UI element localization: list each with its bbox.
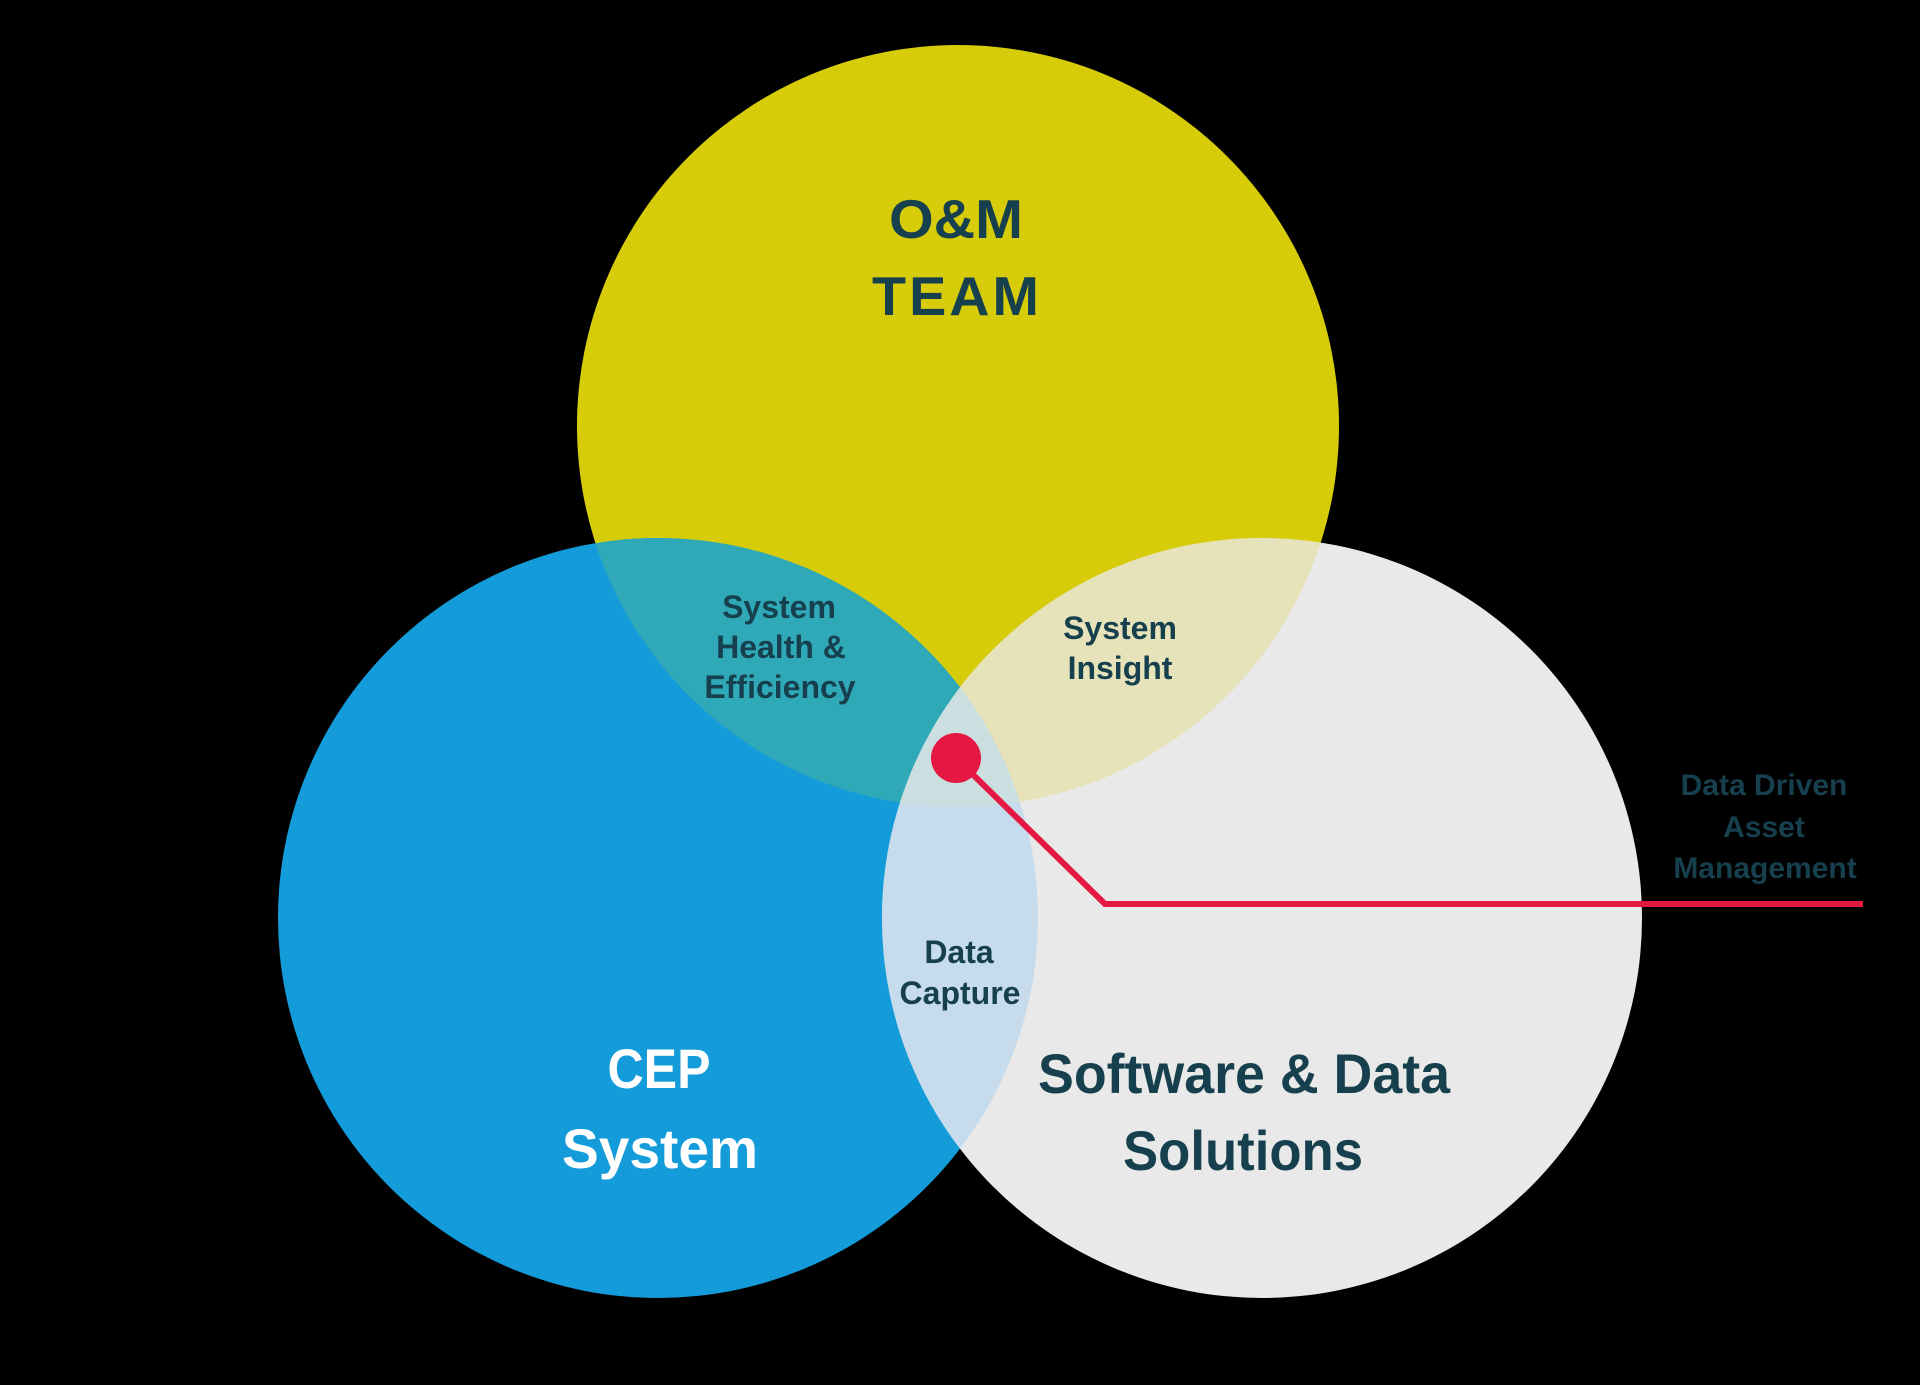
callout-label-line-1: Data Driven bbox=[1681, 769, 1848, 802]
callout-marker-dot bbox=[931, 733, 981, 783]
callout-line bbox=[953, 755, 1863, 907]
cep-system-label-line-1: CEP bbox=[608, 1037, 711, 1100]
data-capture-label-line-2: Capture bbox=[900, 975, 1021, 1011]
system-insight-overlap-fill bbox=[882, 538, 1339, 807]
system-health-label-line-2: Health & bbox=[716, 629, 846, 665]
system-health-label-line-1: System bbox=[722, 589, 836, 625]
system-health-overlap-region bbox=[577, 538, 1038, 807]
callout-label-line-3: Management bbox=[1673, 852, 1856, 885]
om-team-label-line-1: O&M bbox=[889, 188, 1023, 250]
system-health-overlap-fill bbox=[577, 538, 1038, 807]
system-insight-label-line-2: Insight bbox=[1068, 650, 1173, 686]
system-insight-overlap-region bbox=[882, 538, 1339, 807]
system-insight-label-line-1: System bbox=[1063, 610, 1177, 646]
om-team-label-line-2: TEAM bbox=[872, 265, 1042, 327]
data-capture-label-line-1: Data bbox=[924, 934, 994, 970]
cep-system-label-line-2: System bbox=[562, 1117, 758, 1180]
software-data-label-line-1: Software & Data bbox=[1038, 1042, 1451, 1105]
callout-label-line-2: Asset bbox=[1723, 811, 1805, 844]
software-data-label-line-2: Solutions bbox=[1123, 1119, 1363, 1182]
system-health-label-line-3: Efficiency bbox=[704, 669, 855, 705]
